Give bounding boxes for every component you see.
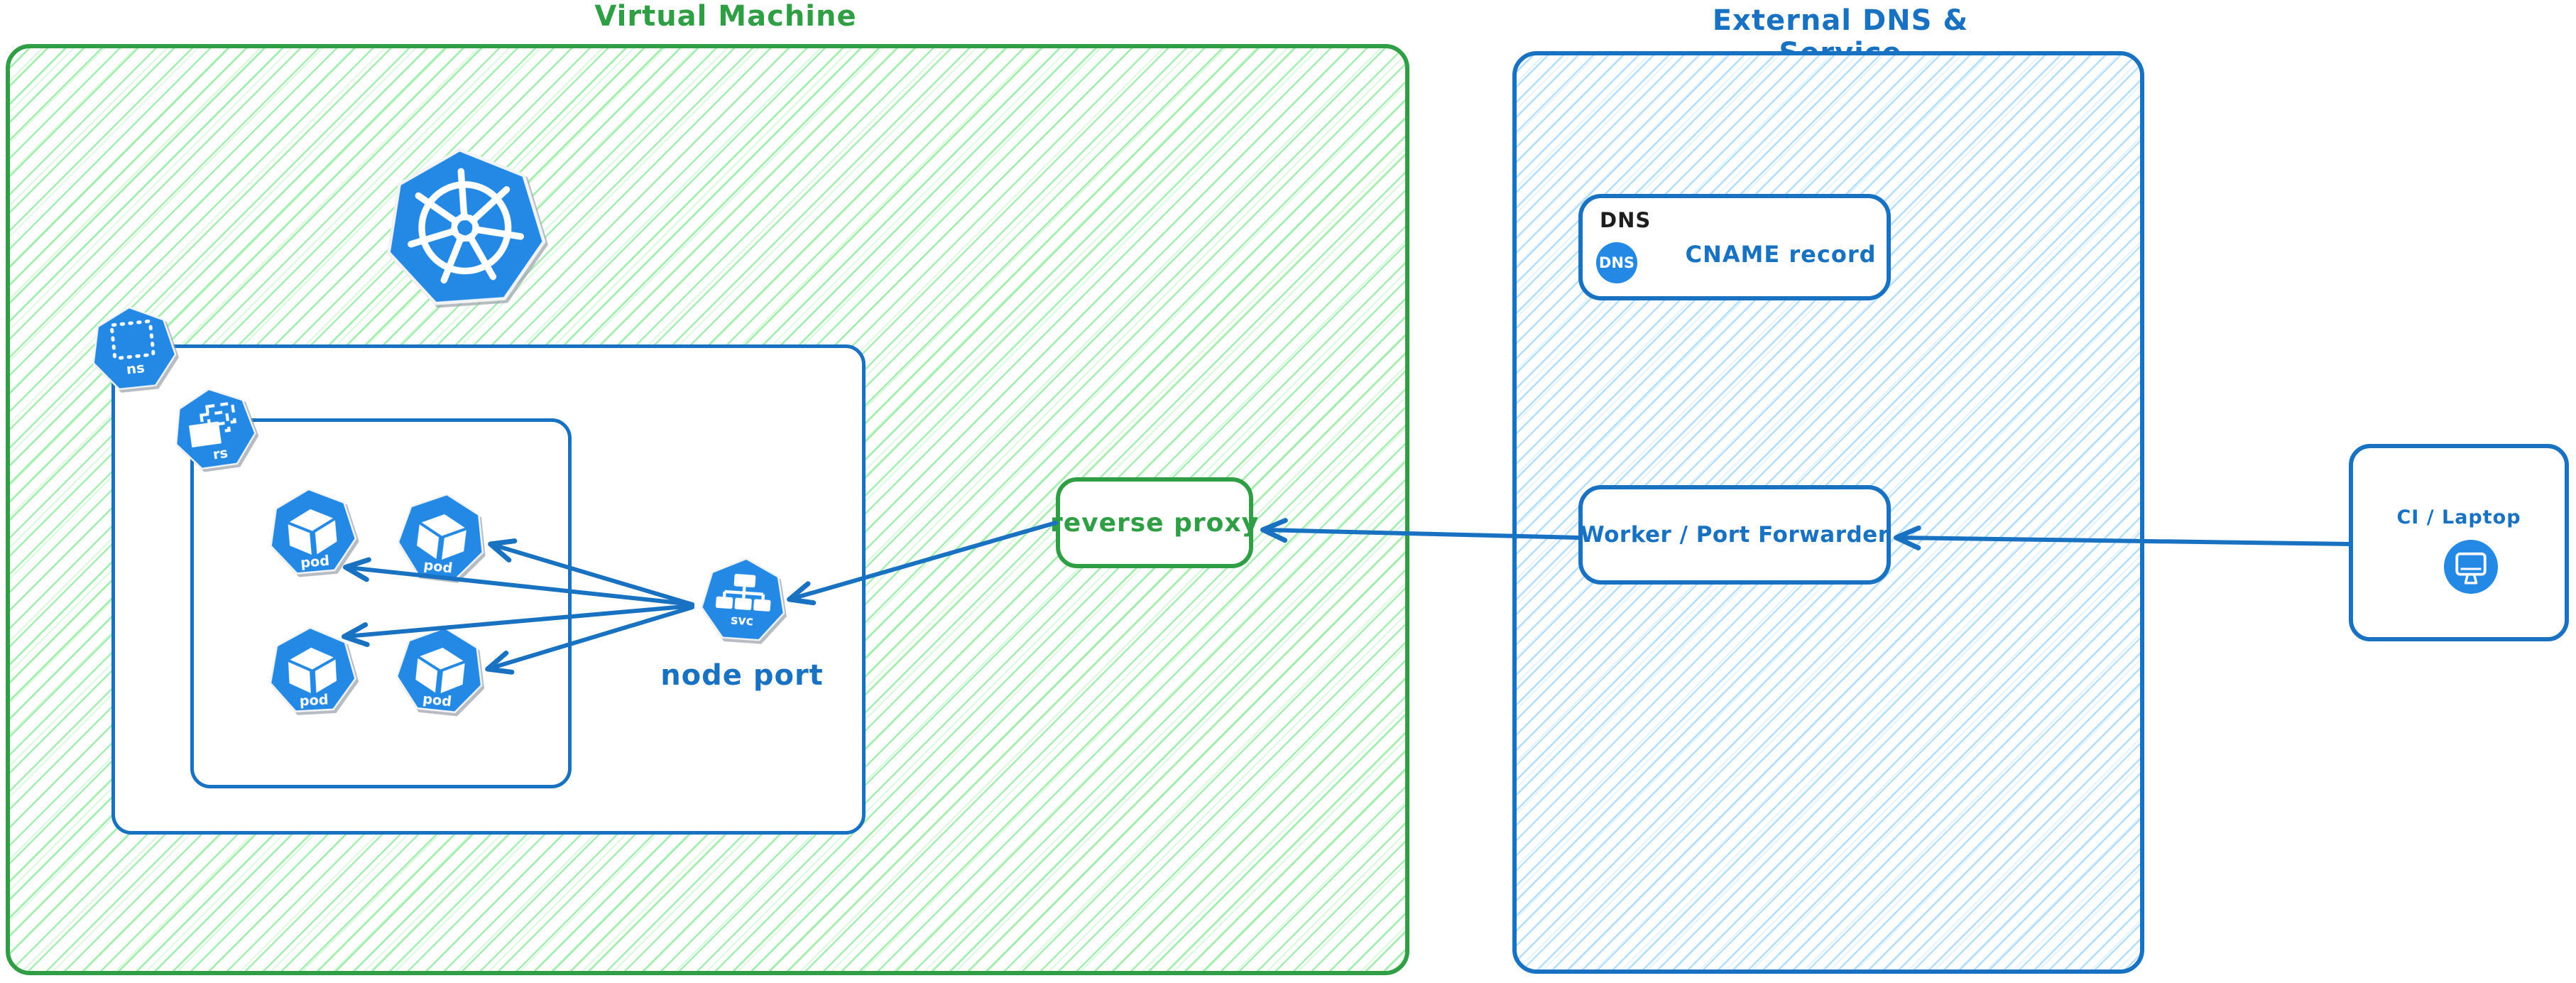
reverse-proxy-box: reverse proxy (1050, 477, 1258, 568)
pod-icon: pod (393, 622, 489, 716)
replicaset-box (190, 418, 572, 788)
svg-text:pod: pod (300, 552, 330, 570)
node-port-label: node port (660, 659, 824, 692)
svg-text:svc: svc (730, 613, 753, 629)
pod-icon: pod (266, 624, 358, 714)
dns-card-header: DNS (1600, 208, 1652, 232)
replicaset-icon: rs (168, 382, 261, 473)
reverse-proxy-label: reverse proxy (1049, 508, 1260, 538)
svg-text:pod: pod (299, 691, 329, 709)
pod-icon: pod (265, 484, 359, 577)
monitor-icon (2444, 540, 2498, 594)
service-icon: svc (699, 555, 789, 643)
cname-record-label: CNAME record (1685, 241, 1877, 268)
svg-text:rs: rs (212, 445, 229, 463)
dns-badge-icon: DNS (1596, 242, 1637, 283)
worker-port-forwarder-box: Worker / Port Forwarder (1578, 485, 1891, 585)
kubernetes-logo-icon (376, 141, 554, 318)
svg-text:ns: ns (126, 359, 146, 378)
worker-port-forwarder-label: Worker / Port Forwarder (1580, 522, 1889, 548)
ci-laptop-label: CI / Laptop (2396, 506, 2521, 528)
vm-region-title: Virtual Machine (594, 0, 857, 33)
pod-icon: pod (393, 488, 491, 583)
dns-badge-label: DNS (1598, 254, 1635, 271)
svg-text:pod: pod (422, 690, 452, 710)
svg-text:pod: pod (422, 557, 453, 577)
ci-laptop-box: CI / Laptop (2349, 444, 2569, 641)
namespace-icon: ns (87, 302, 180, 393)
dns-card: DNS DNS CNAME record (1578, 194, 1891, 300)
